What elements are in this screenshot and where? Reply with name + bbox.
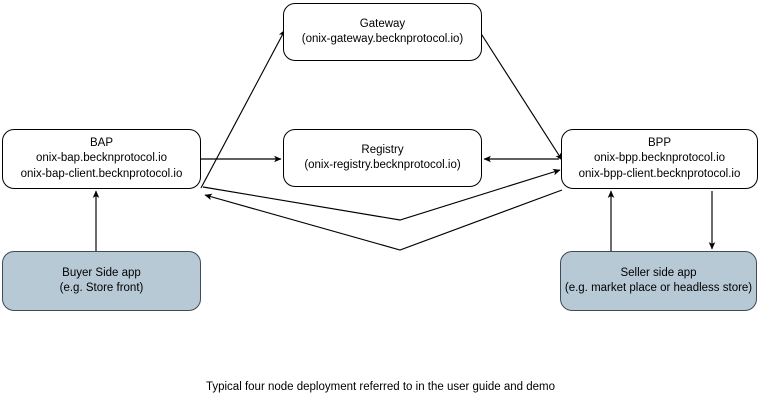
node-registry[interactable]: Registry (onix-registry.becknprotocol.io… (283, 129, 482, 187)
node-buyer-side-app[interactable]: Buyer Side app (e.g. Store front) (2, 251, 201, 311)
node-seller-title: Seller side app (620, 266, 697, 279)
edge-bap-to-gateway (200, 29, 286, 189)
node-bpp-subtitle-2: onix-bpp-client.becknprotocol.io (578, 167, 741, 180)
node-buyer-title: Buyer Side app (62, 266, 141, 279)
node-bpp[interactable]: BPP onix-bpp.becknprotocol.io onix-bpp-c… (561, 129, 758, 189)
node-registry-subtitle: (onix-registry.becknprotocol.io) (304, 159, 461, 171)
diagram-caption: Typical four node deployment referred to… (205, 381, 556, 393)
node-registry-title: Registry (361, 143, 404, 156)
node-gateway-subtitle: (onix-gateway.becknprotocol.io) (301, 33, 464, 45)
node-bap-subtitle-2: onix-bap-client.becknprotocol.io (20, 167, 183, 180)
node-gateway-title: Gateway (359, 17, 406, 30)
node-bpp-subtitle: onix-bpp.becknprotocol.io (593, 152, 726, 165)
node-bpp-title: BPP (647, 136, 671, 149)
node-bap[interactable]: BAP onix-bap.becknprotocol.io onix-bap-c… (2, 129, 201, 189)
node-seller-subtitle: (e.g. market place or headless store) (564, 282, 753, 294)
node-bap-title: BAP (89, 136, 113, 149)
edge-bpp-to-bap (204, 189, 563, 251)
node-buyer-subtitle: (e.g. Store front) (59, 282, 144, 294)
edge-bap-to-bpp (202, 168, 561, 221)
node-gateway[interactable]: Gateway (onix-gateway.becknprotocol.io) (283, 3, 482, 61)
node-bap-subtitle: onix-bap.becknprotocol.io (35, 152, 168, 165)
node-seller-side-app[interactable]: Seller side app (e.g. market place or he… (560, 251, 757, 311)
edge-gateway-to-bpp (479, 31, 563, 161)
